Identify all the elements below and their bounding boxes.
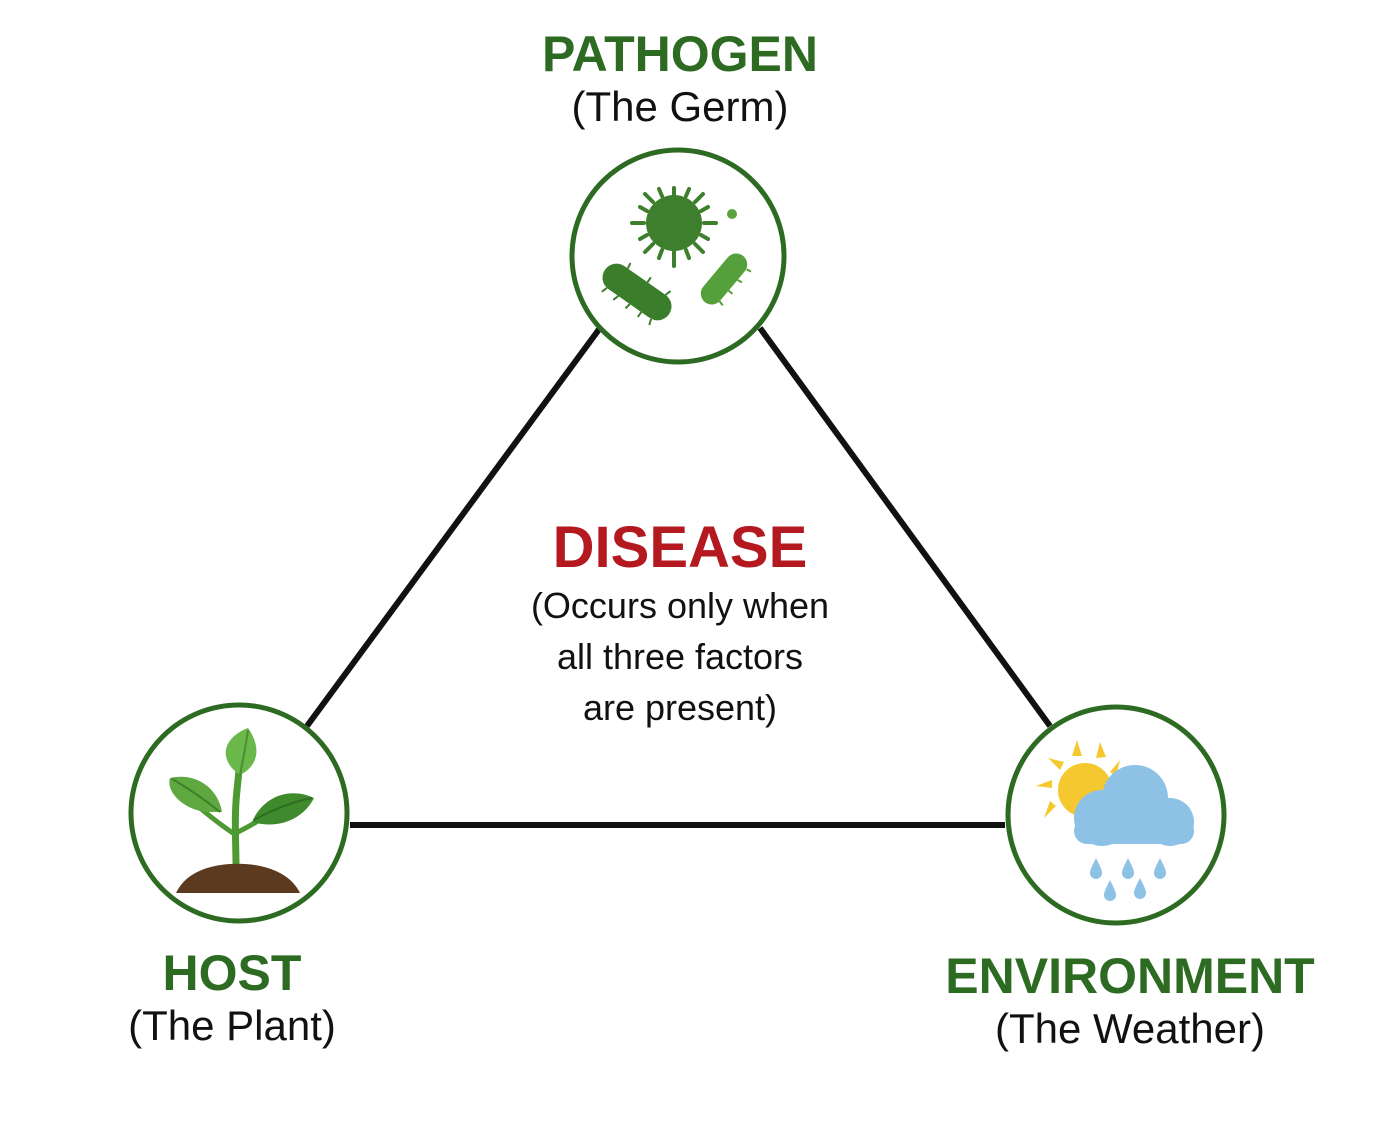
environment-label: ENVIRONMENT (The Weather) xyxy=(930,948,1330,1054)
germ-icon xyxy=(601,186,752,326)
host-label: HOST (The Plant) xyxy=(62,945,402,1051)
disease-description-line-1: (Occurs only when xyxy=(530,585,830,626)
edge-pathogen-environment xyxy=(757,326,1053,728)
pathogen-node xyxy=(569,147,787,365)
pathogen-title: PATHOGEN xyxy=(542,26,818,82)
pathogen-subtitle: (The Germ) xyxy=(571,83,789,130)
edge-pathogen-host xyxy=(304,326,603,728)
environment-node xyxy=(1005,704,1227,926)
environment-title: ENVIRONMENT xyxy=(945,948,1315,1004)
disease-description-line-2: all three factors xyxy=(556,636,804,677)
host-title: HOST xyxy=(162,945,302,1001)
host-subtitle: (The Plant) xyxy=(128,1002,336,1049)
pathogen-label: PATHOGEN (The Germ) xyxy=(480,26,880,132)
pathogen-node-circle xyxy=(569,147,787,365)
disease-center-label: DISEASE (Occurs only when all three fact… xyxy=(470,516,890,733)
weather-icon xyxy=(1036,740,1194,901)
disease-title: DISEASE xyxy=(552,515,808,580)
environment-subtitle: (The Weather) xyxy=(995,1005,1265,1052)
host-node xyxy=(128,702,350,924)
plant-icon xyxy=(169,728,314,893)
disease-description-line-3: are present) xyxy=(582,687,778,728)
